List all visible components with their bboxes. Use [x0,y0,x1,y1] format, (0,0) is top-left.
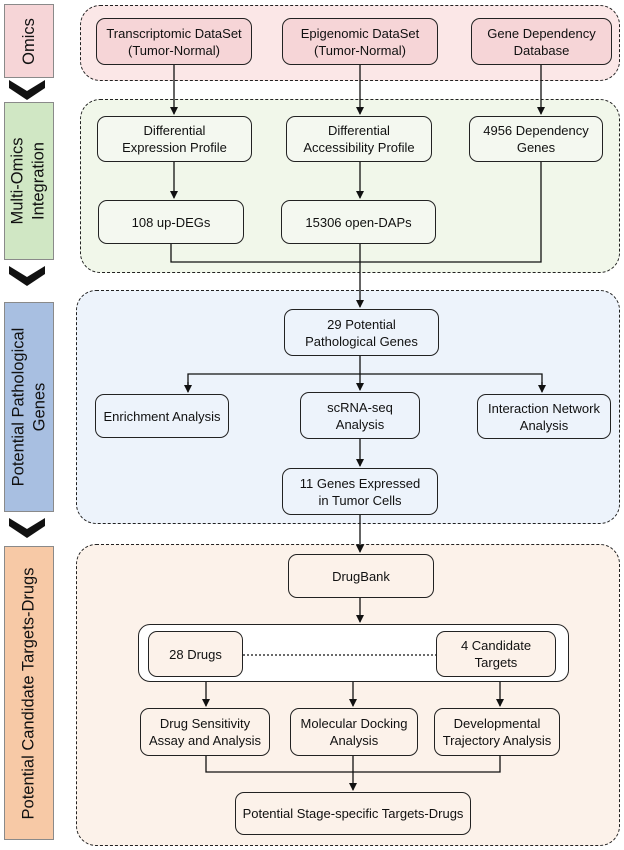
developmental-trajectory-box: Developmental Trajectory Analysis [434,708,560,756]
section-label-targets: Potential Candidate Targets-Drugs [4,546,54,840]
section-label-integration-text: Multi-Omics Integration [9,137,49,225]
drug-sensitivity-box: Drug Sensitivity Assay and Analysis [140,708,270,756]
up-degs-box: 108 up-DEGs [98,200,244,244]
chevron-down-icon [9,266,45,286]
chevron-down-icon [9,518,45,538]
scrna-seq-box: scRNA-seq Analysis [300,392,420,439]
transcriptomic-dataset-box: Transcriptomic DataSet (Tumor-Normal) [96,18,252,65]
section-label-omics: Omics [4,4,54,78]
gene-dependency-box: Gene Dependency Database [471,18,612,65]
section-label-omics-text: Omics [19,17,38,65]
drugs-box: 28 Drugs [148,631,243,677]
drugbank-box: DrugBank [288,554,434,598]
stage-specific-box: Potential Stage-specific Targets-Drugs [235,792,471,835]
interaction-network-box: Interaction Network Analysis [477,394,611,439]
enrichment-analysis-box: Enrichment Analysis [95,394,229,438]
potential-genes-box: 29 Potential Pathological Genes [284,309,439,356]
section-label-targets-text: Potential Candidate Targets-Drugs [19,567,38,819]
expressed-genes-box: 11 Genes Expressed in Tumor Cells [282,468,438,515]
section-label-integration: Multi-Omics Integration [4,102,54,260]
molecular-docking-box: Molecular Docking Analysis [290,708,418,756]
dependency-genes-box: 4956 Dependency Genes [469,116,603,162]
section-label-pathological-text: Potential Pathological Genes [9,327,49,487]
diff-accessibility-box: Differential Accessibility Profile [286,116,432,162]
section-label-pathological: Potential Pathological Genes [4,302,54,512]
open-daps-box: 15306 open-DAPs [281,200,436,244]
chevron-down-icon [9,80,45,100]
diff-expression-box: Differential Expression Profile [97,116,252,162]
epigenomic-dataset-box: Epigenomic DataSet (Tumor-Normal) [282,18,438,65]
candidate-targets-box: 4 Candidate Targets [436,631,556,677]
